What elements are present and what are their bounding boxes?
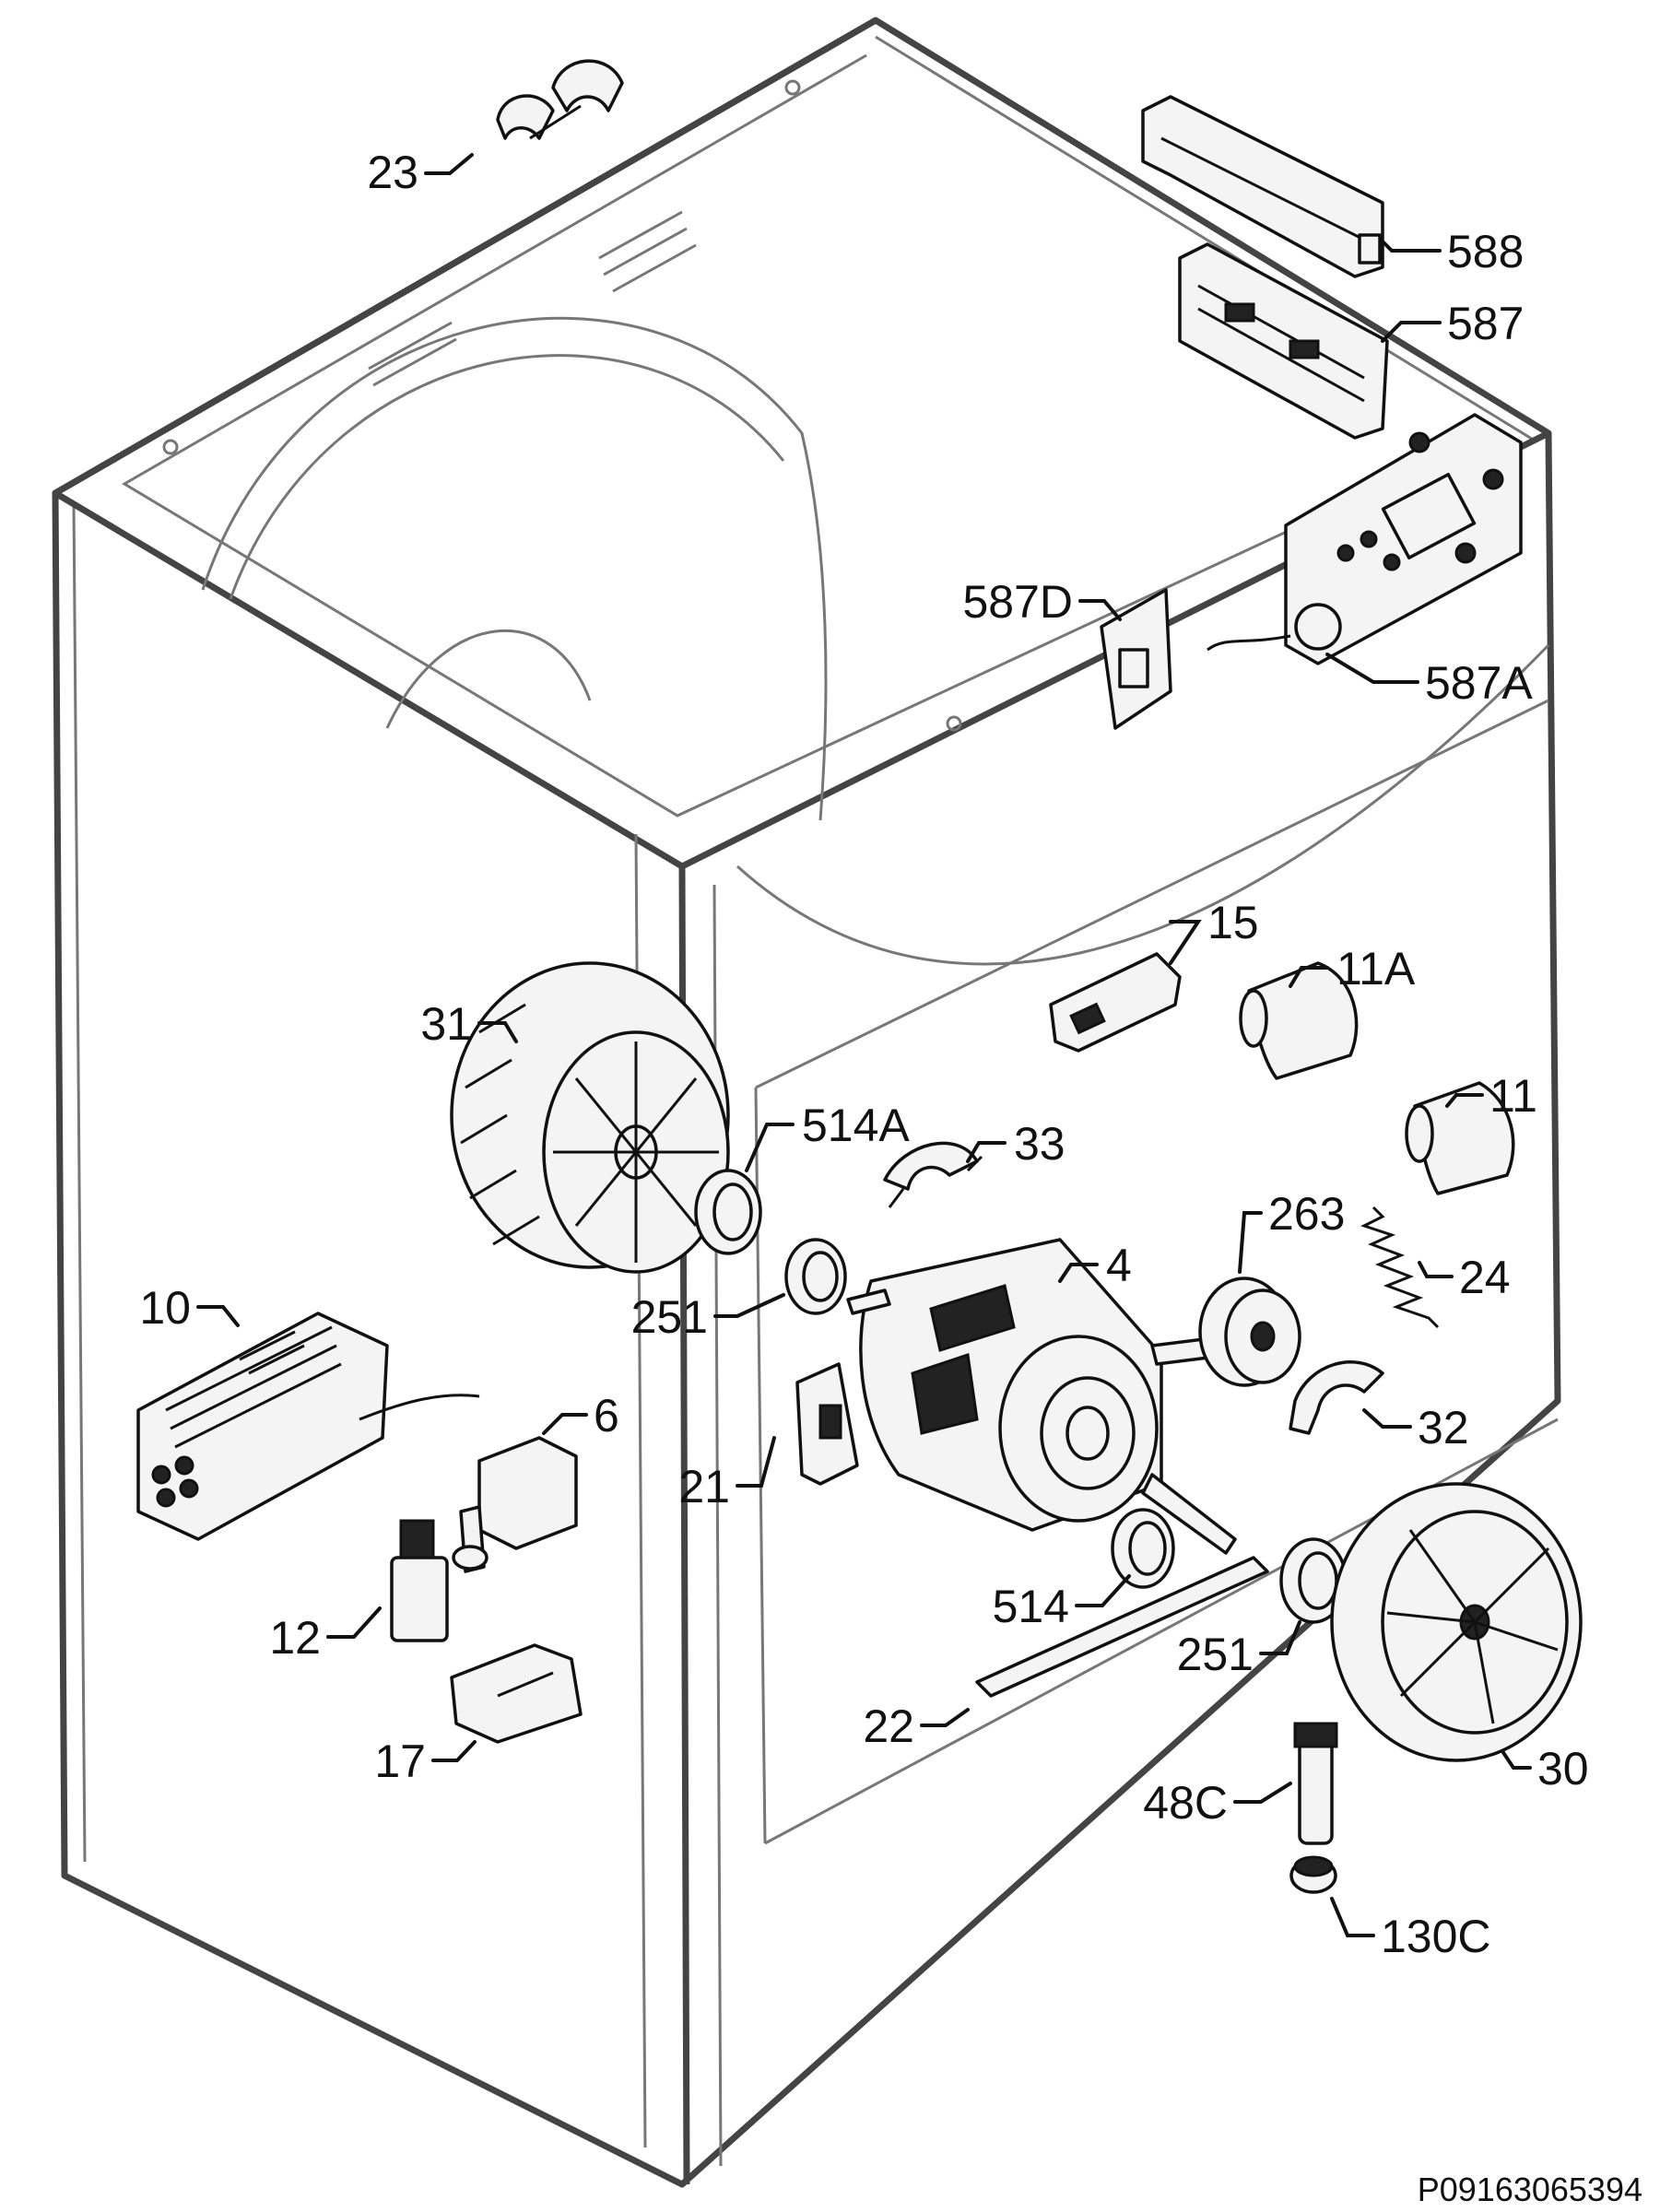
- label-11: 11: [1489, 1070, 1537, 1122]
- label-48c: 48C: [1143, 1777, 1228, 1829]
- part-32-bracket: [1289, 1360, 1384, 1435]
- label-12: 12: [269, 1612, 321, 1664]
- label-263: 263: [1268, 1188, 1345, 1240]
- label-31: 31: [420, 998, 472, 1050]
- part-22-belt-guide: [975, 1556, 1269, 1698]
- part-48c: [1293, 1722, 1338, 1845]
- part-263-pulley: [1198, 1277, 1301, 1387]
- part-4-motor: [846, 1238, 1237, 1555]
- label-4: 4: [1106, 1240, 1132, 1291]
- leader-lines: [196, 153, 1532, 1937]
- part-587d-small-board: [1100, 588, 1172, 730]
- label-22: 22: [863, 1700, 914, 1752]
- label-130c: 130C: [1381, 1911, 1491, 1962]
- label-514a: 514A: [802, 1100, 910, 1151]
- part-130c-cap: [1289, 1855, 1337, 1894]
- label-587: 587: [1447, 298, 1524, 349]
- label-33: 33: [1014, 1118, 1065, 1170]
- label-32: 32: [1418, 1402, 1469, 1453]
- label-30: 30: [1537, 1743, 1589, 1794]
- label-587d: 587D: [962, 576, 1073, 628]
- label-23: 23: [367, 147, 418, 198]
- label-251-upper: 251: [631, 1291, 708, 1343]
- drawing-code: P09163065394: [1418, 2171, 1642, 2208]
- part-31-fan-wheel: [450, 961, 730, 1274]
- part-15-switch: [1049, 952, 1182, 1053]
- part-12-capacitor: [390, 1519, 449, 1642]
- label-514: 514: [993, 1581, 1069, 1632]
- part-6-valve: [452, 1436, 578, 1573]
- part-514a-ring: [694, 1169, 762, 1255]
- label-587a: 587A: [1425, 657, 1533, 709]
- part-10-heater: [136, 1312, 480, 1541]
- part-23-clip: [496, 59, 624, 140]
- part-21-sensor: [795, 1362, 859, 1486]
- part-587-board: [1178, 242, 1389, 440]
- label-588: 588: [1447, 226, 1524, 277]
- label-11a: 11A: [1336, 943, 1416, 994]
- part-24-spring: [1360, 1206, 1440, 1329]
- part-251-ring-lower: [1279, 1537, 1348, 1624]
- label-17: 17: [374, 1735, 426, 1787]
- part-33-bracket: [883, 1141, 983, 1208]
- part-17-bracket: [450, 1643, 583, 1744]
- label-21: 21: [678, 1461, 730, 1512]
- label-15: 15: [1207, 897, 1259, 948]
- part-588-cover: [1141, 95, 1384, 278]
- part-11-capacitor: [1405, 1081, 1515, 1195]
- part-30-fan-wheel: [1330, 1482, 1583, 1762]
- label-6: 6: [594, 1390, 619, 1441]
- label-24: 24: [1459, 1252, 1511, 1303]
- part-251-ring-upper: [784, 1238, 847, 1315]
- label-10: 10: [139, 1282, 191, 1334]
- label-251-lower: 251: [1177, 1629, 1254, 1680]
- part-514-ring: [1111, 1508, 1175, 1589]
- part-labels: 23 588 587 587D 587A 15 11A 31 514A 33 1…: [139, 147, 1588, 1962]
- part-11a-capacitor: [1239, 961, 1359, 1080]
- part-587a-control-board: [1207, 413, 1523, 665]
